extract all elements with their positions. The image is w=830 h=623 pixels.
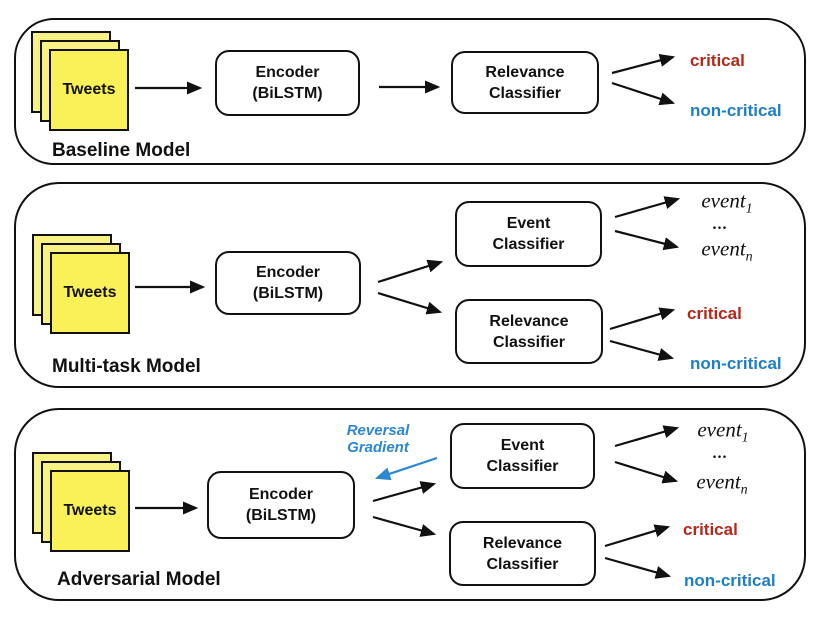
encoder-label-line2: (BiLSTM) xyxy=(252,285,324,302)
relevance-label-line2: Classifier xyxy=(486,555,559,573)
panel-multitask: Tweets Encoder (BiLSTM) Event Classifier… xyxy=(14,182,806,388)
event-classifier-box: Event Classifier xyxy=(450,423,595,489)
event-output-last: eventn xyxy=(701,236,753,265)
event-output-dots: ... xyxy=(712,445,728,462)
output-critical: critical xyxy=(687,304,742,323)
relevance-label-line1: Relevance xyxy=(485,63,565,81)
reversal-gradient-label: Reversal Gradient xyxy=(346,422,410,456)
output-critical: critical xyxy=(690,51,745,70)
encoder-label-line1: Encoder xyxy=(255,64,320,81)
encoder-label-line2: (BiLSTM) xyxy=(245,507,317,524)
tweet-card-front: Tweets xyxy=(49,49,129,131)
output-non-critical: non-critical xyxy=(690,101,782,120)
encoder-label-line1: Encoder xyxy=(255,264,320,281)
event-label-line2: Classifier xyxy=(492,236,565,253)
event-output-first: event1 xyxy=(701,188,753,217)
event-label-line1: Event xyxy=(500,437,545,454)
tweet-card-front: Tweets xyxy=(50,252,130,334)
encoder-label-line2: (BiLSTM) xyxy=(252,85,323,102)
relevance-label-line2: Classifier xyxy=(492,333,566,351)
event-label-line1: Event xyxy=(506,215,551,232)
encoder-label-line1: Encoder xyxy=(248,486,313,503)
relevance-label-line1: Relevance xyxy=(482,534,563,552)
relevance-label-line2: Classifier xyxy=(488,84,562,102)
event-label-line2: Classifier xyxy=(486,458,559,475)
relevance-classifier-box: Relevance Classifier xyxy=(449,521,596,586)
relevance-label-line1: Relevance xyxy=(489,312,569,330)
encoder-box: Encoder (BiLSTM) xyxy=(215,251,361,315)
output-non-critical: non-critical xyxy=(690,354,782,373)
encoder-box: Encoder (BiLSTM) xyxy=(207,471,355,539)
event-output-dots: ... xyxy=(712,216,728,233)
tweets-label: Tweets xyxy=(63,284,117,301)
panel-title-multitask: Multi-task Model xyxy=(52,356,201,377)
panel-adversarial: Tweets Encoder (BiLSTM) Reversal Gradien… xyxy=(14,408,806,601)
tweet-card-front: Tweets xyxy=(50,470,130,552)
event-output-last: eventn xyxy=(696,469,748,498)
event-output-first: event1 xyxy=(697,417,749,446)
relevance-classifier-box: Relevance Classifier xyxy=(455,299,603,364)
event-classifier-box: Event Classifier xyxy=(455,201,602,267)
output-critical: critical xyxy=(683,520,738,539)
panel-title-adversarial: Adversarial Model xyxy=(57,569,221,590)
output-non-critical: non-critical xyxy=(684,571,776,590)
relevance-classifier-box: Relevance Classifier xyxy=(451,51,599,114)
tweets-label: Tweets xyxy=(63,502,117,519)
encoder-box: Encoder (BiLSTM) xyxy=(215,50,360,116)
tweets-label: Tweets xyxy=(62,81,116,98)
panel-title-baseline: Baseline Model xyxy=(52,140,191,161)
panel-baseline: Tweets Encoder (BiLSTM) Relevance Classi… xyxy=(14,18,806,165)
